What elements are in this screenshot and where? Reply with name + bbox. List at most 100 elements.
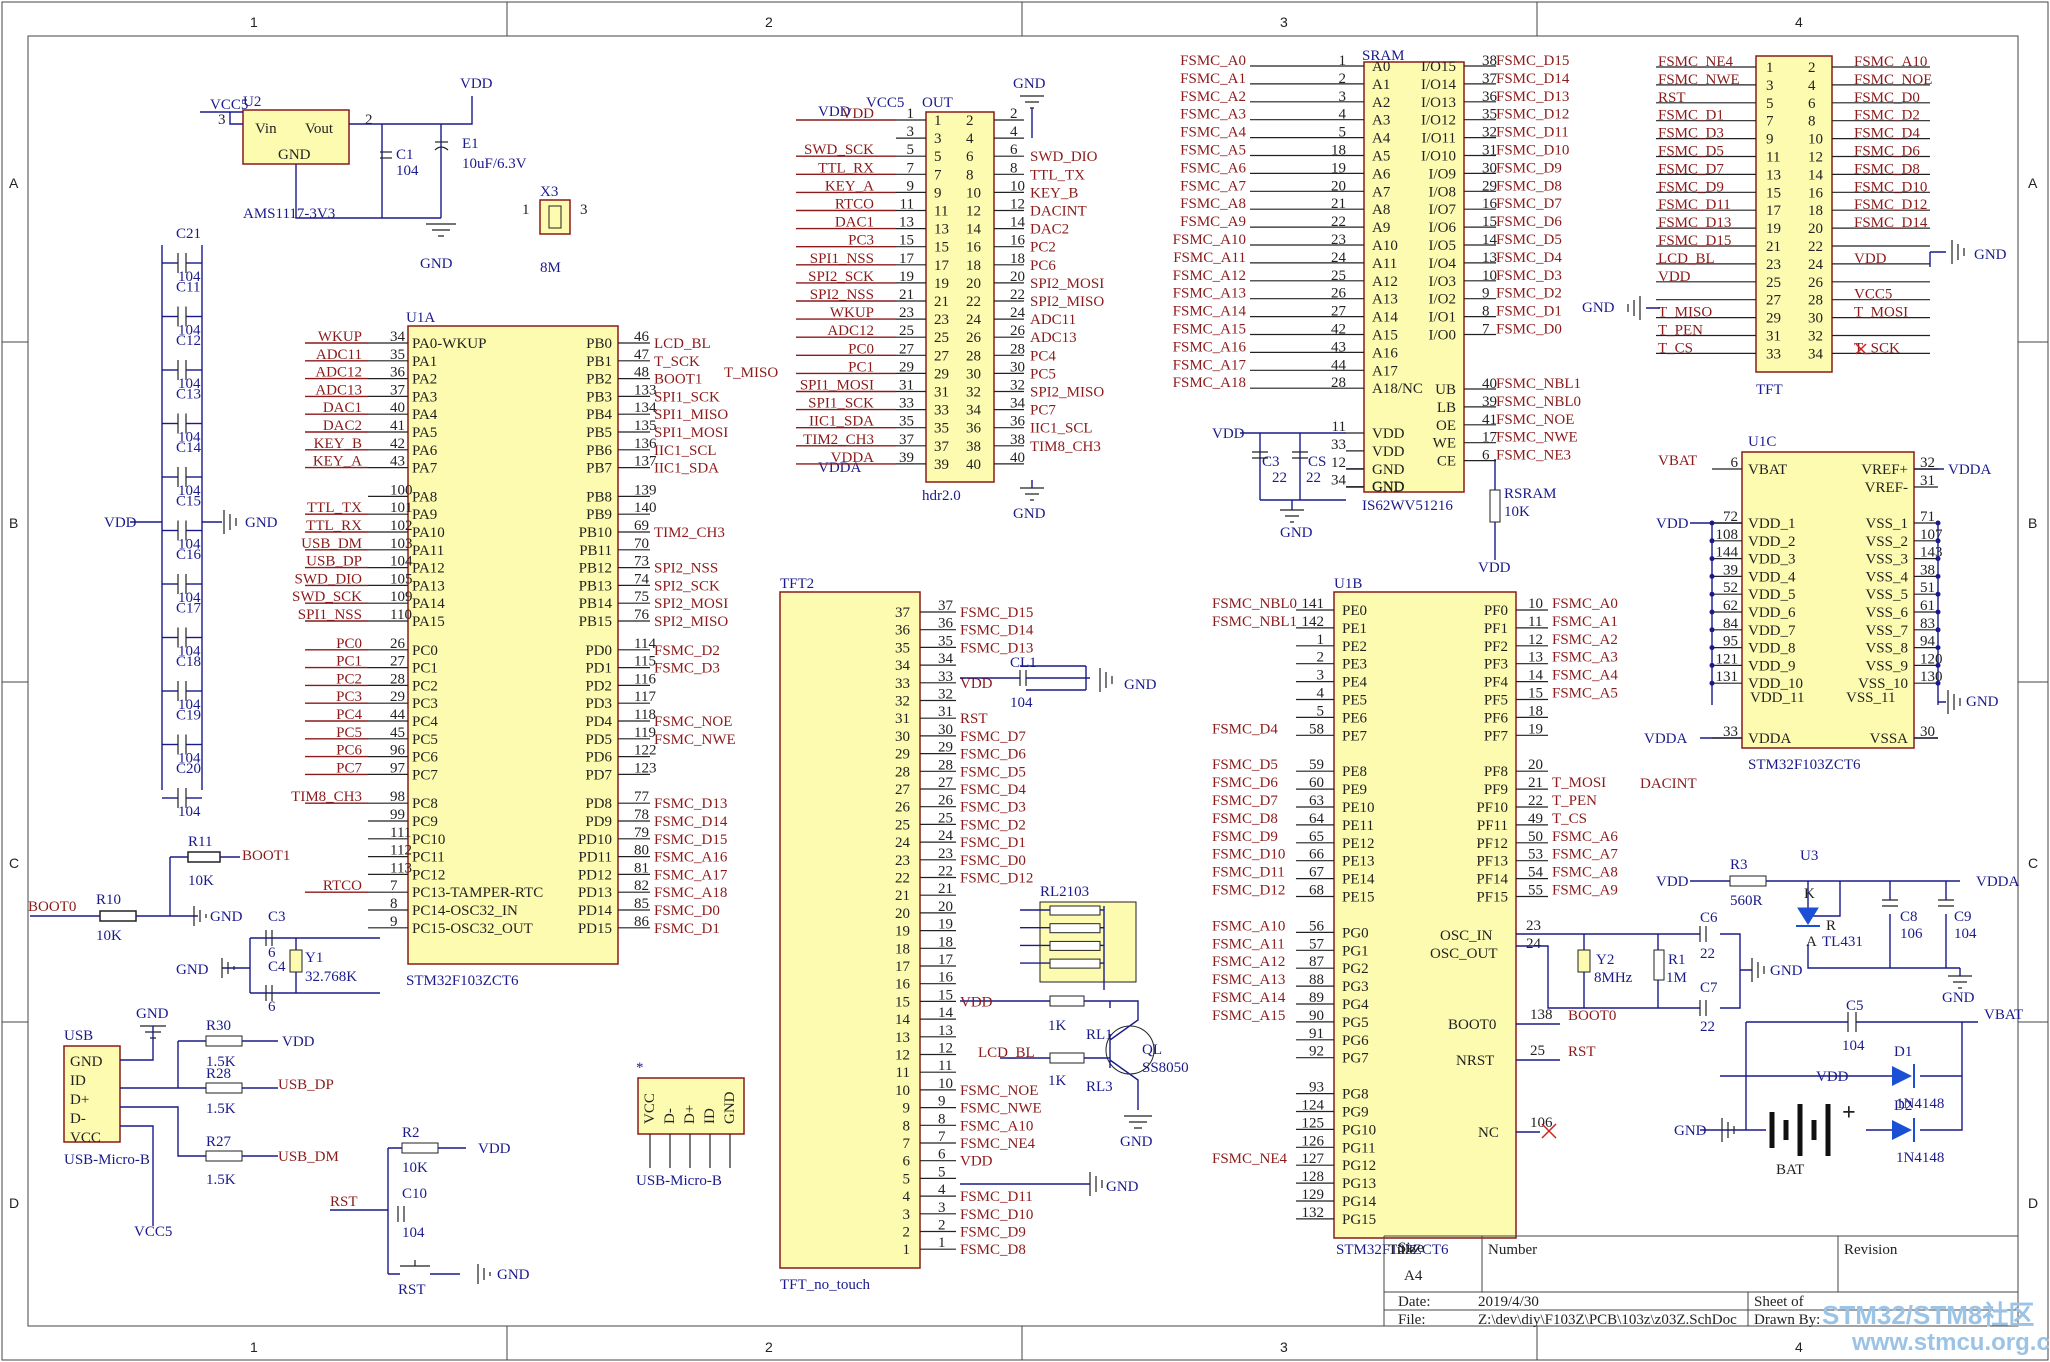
- decoupling-cap-ref: C18: [176, 654, 201, 670]
- u1c-ref: U1C: [1748, 434, 1776, 450]
- u1a-net-label: FSMC_A17: [654, 867, 728, 883]
- sram-ctrl-name: OE: [1436, 418, 1456, 434]
- sram-ctrl-number: 6: [1482, 448, 1490, 464]
- u1c-pin-number: 84: [1723, 616, 1739, 632]
- u1c-vdd: VDD: [1656, 516, 1689, 532]
- u1b-net-label: FSMC_NBL0: [1212, 596, 1297, 612]
- sram-pin-name: A10: [1372, 238, 1398, 254]
- u1b-boot0-net: BOOT0: [1568, 1008, 1616, 1024]
- tft2-pin-number: 13: [938, 1023, 953, 1039]
- u1b-pin-number: 91: [1309, 1026, 1324, 1042]
- u1a-net-label: FSMC_D15: [654, 832, 727, 848]
- mcu-u1b: U1B STM32F103ZCT6 OSC_IN OSC_OUT 23 24 B…: [1212, 576, 1697, 1258]
- u1a-net-label: DAC2: [323, 418, 362, 434]
- out-gnd-bottom: GND: [1013, 506, 1046, 522]
- sram-net-label: FSMC_A9: [1180, 214, 1246, 230]
- u1a-pin-name: PA15: [412, 614, 445, 630]
- sram-pin-number: 13: [1482, 250, 1497, 266]
- u1b-pin-number: 54: [1528, 865, 1544, 881]
- sram-pin-number: 3: [1339, 89, 1347, 105]
- out-net-label: DACINT: [1030, 204, 1087, 220]
- tft2-pin-number: 35: [938, 633, 953, 649]
- boot1-net: BOOT1: [242, 848, 290, 864]
- rl1-ref: RL1: [1086, 1027, 1113, 1043]
- u1a-pin-name: PC13-TAMPER-RTC: [412, 885, 543, 901]
- rl2103-ref: RL2103: [1040, 884, 1089, 900]
- sram-pin-name: A4: [1372, 131, 1391, 147]
- u1c-pin-name: VSS_6: [1865, 605, 1908, 621]
- sram-pin-name: I/O9: [1429, 166, 1457, 182]
- u1b-pin-name: PE11: [1342, 818, 1374, 834]
- u1a-pin-name: PA13: [412, 578, 445, 594]
- u1b-pin-name: PF3: [1484, 657, 1508, 673]
- u1a-pin-number: 99: [390, 807, 405, 823]
- u2-c1-value: 104: [396, 163, 419, 179]
- out-net-label: PC3: [848, 233, 874, 249]
- usb-pin-name: VCC: [70, 1130, 101, 1146]
- u1b-pin-number: 93: [1309, 1080, 1324, 1096]
- u3-k: K: [1804, 886, 1815, 902]
- sram-pin-number: 10: [1482, 268, 1497, 284]
- frame-row-left: D: [9, 1195, 19, 1211]
- out-part: hdr2.0: [922, 488, 961, 504]
- u3-a: A: [1806, 934, 1817, 950]
- decoupling-cap-ref: C16: [176, 547, 202, 563]
- u1a-net-label: ADC11: [316, 347, 362, 363]
- decoupling-capacitors: VDD GND C21104C11104C12104C13104C14104C1…: [104, 226, 278, 820]
- u1b-pin-name: PF8: [1484, 764, 1508, 780]
- out-pin-number: 24: [1010, 305, 1026, 321]
- sram-net-label: FSMC_D4: [1496, 250, 1562, 266]
- u1b-pin-number: 11: [1528, 614, 1542, 630]
- u1a-pin-name: PB6: [586, 443, 612, 459]
- sram-pin-number: 9: [1482, 286, 1490, 302]
- u1b-pin-name: PE9: [1342, 782, 1367, 798]
- out-pin-number: 35: [899, 414, 914, 430]
- out-inner-number: 10: [966, 185, 981, 201]
- u1b-osc-in-num: 23: [1526, 918, 1541, 934]
- out-inner-number: 25: [934, 330, 949, 346]
- u1a-pin-number: 26: [390, 636, 406, 652]
- sram-pin-number: 28: [1331, 375, 1346, 391]
- rsram-value: 10K: [1504, 504, 1530, 520]
- u1b-nrst-net: RST: [1568, 1044, 1596, 1060]
- out-inner-number: 37: [934, 439, 950, 455]
- out-pin-number: 13: [899, 215, 914, 231]
- tft2-inner-number: 11: [896, 1065, 910, 1081]
- frame-row-right: C: [2028, 855, 2038, 871]
- u1b-pin-name: PG12: [1342, 1158, 1376, 1174]
- u1c-pin-name: VDDA: [1748, 731, 1791, 747]
- out-pin-number: 6: [1010, 142, 1018, 158]
- u1a-pin-name: PA1: [412, 354, 437, 370]
- tft2-inner-number: 28: [895, 764, 910, 780]
- u2-vdd: VDD: [460, 76, 493, 92]
- sram-pwr-number: 12: [1331, 455, 1346, 471]
- c3-value: 6: [268, 945, 276, 961]
- tft-pin-number: 27: [1766, 293, 1782, 309]
- frame-row-right: B: [2028, 515, 2037, 531]
- r10-value: 10K: [96, 928, 122, 944]
- u1b-pin-name: PE5: [1342, 693, 1367, 709]
- u1b-net-label: FSMC_A5: [1552, 686, 1618, 702]
- u1b-net-label: FSMC_A13: [1212, 972, 1285, 988]
- battery-vdd: VDD: [1816, 1069, 1849, 1085]
- u1a-pin-number: 74: [634, 571, 650, 587]
- tft2-pin-number: 8: [938, 1111, 946, 1127]
- u1b-pin-name: PE13: [1342, 854, 1375, 870]
- rst-vdd: VDD: [478, 1141, 511, 1157]
- u1b-pin-name: PG1: [1342, 943, 1369, 959]
- sram-net-label: FSMC_D13: [1496, 89, 1569, 105]
- tft-net-label: VCC5: [1854, 287, 1892, 303]
- u1a-net-label: TTL_RX: [306, 518, 362, 534]
- u1b-net-label: FSMC_D9: [1212, 829, 1278, 845]
- tft-pin-number: 13: [1766, 167, 1781, 183]
- cl1-ref: CL1: [1010, 655, 1037, 671]
- u1c-pin-name: VDD_8: [1748, 641, 1796, 657]
- r27-value: 1.5K: [206, 1172, 236, 1188]
- u1b-pin-number: 10: [1528, 596, 1543, 612]
- tft2-inner-number: 17: [895, 959, 911, 975]
- sram-pin-name: I/O8: [1429, 184, 1457, 200]
- u1a-pin-name: PA9: [412, 507, 437, 523]
- u1b-net-label: FSMC_D12: [1212, 883, 1285, 899]
- u1a-pin-name: PC11: [412, 850, 445, 866]
- sram-pin-name: A15: [1372, 328, 1398, 344]
